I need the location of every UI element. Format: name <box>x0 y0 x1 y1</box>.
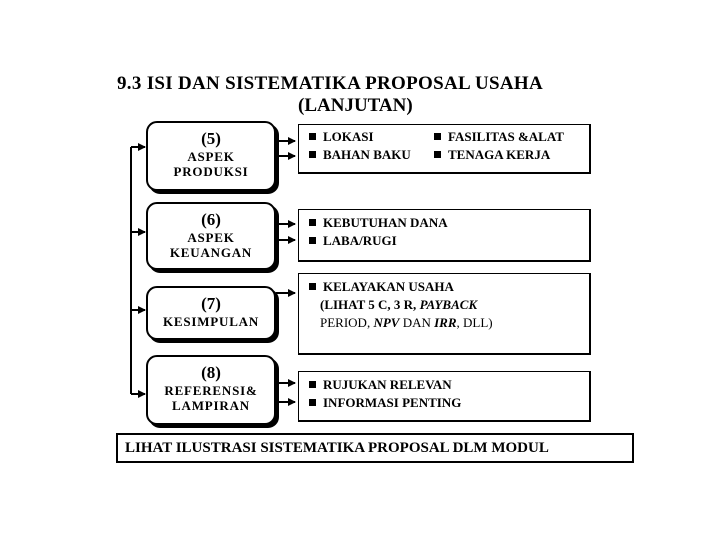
section-label-line: ASPEK <box>187 230 235 245</box>
page-subtitle: (LANJUTAN) <box>298 95 413 116</box>
detail-text: , DLL) <box>456 315 493 330</box>
section-number: (7) <box>201 294 221 313</box>
bullet-icon <box>434 133 441 140</box>
section-box-kesimpulan: (7) KESIMPULAN <box>146 286 276 340</box>
section-label-line: ASPEK <box>187 149 235 164</box>
section-label-line: PRODUKSI <box>173 164 249 179</box>
detail-item: TENAGA KERJA <box>448 147 551 162</box>
section-label-line: KESIMPULAN <box>162 314 260 329</box>
section-label-line: KEUANGAN <box>169 245 253 260</box>
section-box-produksi: (5) ASPEK PRODUKSI <box>146 121 276 191</box>
detail-item: RUJUKAN RELEVAN <box>323 377 452 392</box>
section-box-referensi: (8) REFERENSI& LAMPIRAN <box>146 355 276 425</box>
detail-text-italic: PAYBACK <box>419 297 478 312</box>
section-number: (8) <box>201 363 221 382</box>
section-label-line: LAMPIRAN <box>172 398 250 413</box>
detail-box-referensi: RUJUKAN RELEVAN INFORMASI PENTING <box>298 371 591 422</box>
detail-text: DAN <box>399 315 435 330</box>
detail-item: INFORMASI PENTING <box>323 395 462 410</box>
detail-box-kesimpulan: KELAYAKAN USAHA (LIHAT 5 C, 3 R, PAYBACK… <box>298 273 591 355</box>
detail-text-italic: NPV <box>373 315 400 330</box>
bullet-icon <box>309 219 316 226</box>
bullet-icon <box>309 151 316 158</box>
bullet-icon <box>309 283 316 290</box>
detail-text: (LIHAT 5 C, 3 R, <box>320 297 420 312</box>
detail-item: BAHAN BAKU <box>323 147 411 162</box>
detail-item: KEBUTUHAN DANA <box>323 215 448 230</box>
bullet-icon <box>434 151 441 158</box>
detail-item: KELAYAKAN USAHA <box>323 279 454 294</box>
page-title: 9.3 ISI DAN SISTEMATIKA PROPOSAL USAHA <box>117 73 543 94</box>
footer-note: LIHAT ILUSTRASI SISTEMATIKA PROPOSAL DLM… <box>116 433 634 463</box>
section-label-line: REFERENSI& <box>164 383 258 398</box>
section-number: (6) <box>201 210 221 229</box>
detail-box-produksi: LOKASI FASILITAS &ALAT BAHAN BAKU TENAGA… <box>298 124 591 174</box>
bullet-icon <box>309 381 316 388</box>
detail-text: PERIOD, <box>320 315 374 330</box>
detail-item: LOKASI <box>323 129 374 144</box>
detail-box-keuangan: KEBUTUHAN DANA LABA/RUGI <box>298 209 591 262</box>
detail-item: LABA/RUGI <box>323 233 397 248</box>
bullet-icon <box>309 237 316 244</box>
bullet-icon <box>309 399 316 406</box>
detail-text-italic: IRR <box>434 315 457 330</box>
section-box-keuangan: (6) ASPEK KEUANGAN <box>146 202 276 270</box>
bullet-icon <box>309 133 316 140</box>
detail-item: FASILITAS &ALAT <box>448 129 564 144</box>
section-number: (5) <box>201 129 221 148</box>
